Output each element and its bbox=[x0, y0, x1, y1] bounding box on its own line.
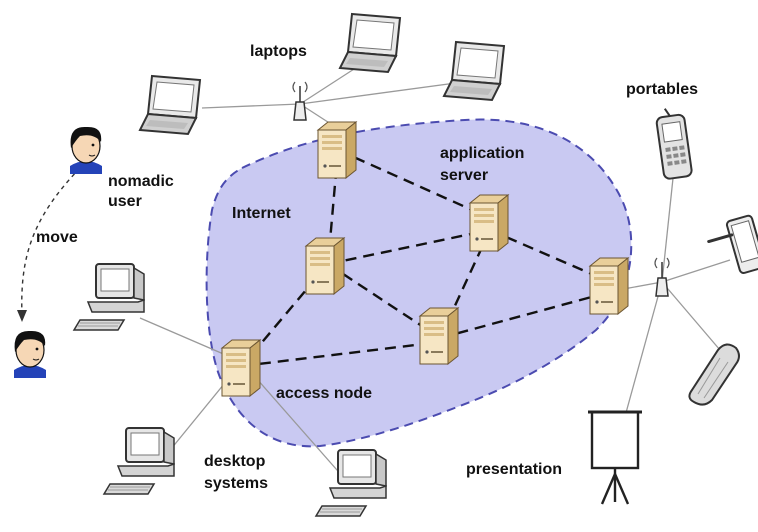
move-arrow bbox=[21, 167, 81, 317]
move-arrow-head bbox=[17, 310, 27, 322]
application-server-label-line2: server bbox=[440, 167, 489, 184]
server-icon bbox=[317, 121, 357, 179]
wireless-access-point-icon bbox=[654, 257, 670, 297]
flip-phone-icon bbox=[688, 343, 740, 406]
user-avatar-icon bbox=[13, 330, 47, 379]
desktop-computer-icon bbox=[315, 449, 387, 517]
application-server-icon bbox=[469, 194, 509, 252]
laptops-label: laptops bbox=[250, 43, 307, 60]
laptop-icon bbox=[339, 13, 401, 73]
server-icon bbox=[589, 257, 629, 315]
internet-cloud bbox=[205, 118, 633, 448]
nomadic-user-label-line1: nomadic bbox=[108, 173, 174, 190]
desktop-computer-icon bbox=[103, 427, 175, 495]
desktop-systems-label-line1: desktop bbox=[204, 453, 266, 470]
server-icon bbox=[305, 237, 345, 295]
pda-icon bbox=[707, 214, 758, 274]
application-server-label-line1: application bbox=[440, 145, 525, 162]
desktop-computer-icon bbox=[73, 263, 145, 331]
projector-screen-icon bbox=[588, 410, 642, 505]
server-icon bbox=[419, 307, 459, 365]
laptop-icon bbox=[139, 75, 201, 135]
access-node-label: access node bbox=[276, 385, 373, 402]
nomadic-user-label-line2: user bbox=[108, 193, 142, 210]
portables-label: portables bbox=[626, 81, 699, 98]
mobile-phone-icon bbox=[655, 108, 693, 180]
user-avatar-icon bbox=[69, 126, 103, 175]
access-node-server-icon bbox=[221, 339, 261, 397]
internet-label: Internet bbox=[232, 205, 291, 222]
laptop-icon bbox=[443, 41, 505, 101]
presentation-label: presentation bbox=[466, 461, 563, 478]
desktop-systems-label-line2: systems bbox=[204, 475, 269, 492]
move-label: move bbox=[36, 229, 78, 246]
